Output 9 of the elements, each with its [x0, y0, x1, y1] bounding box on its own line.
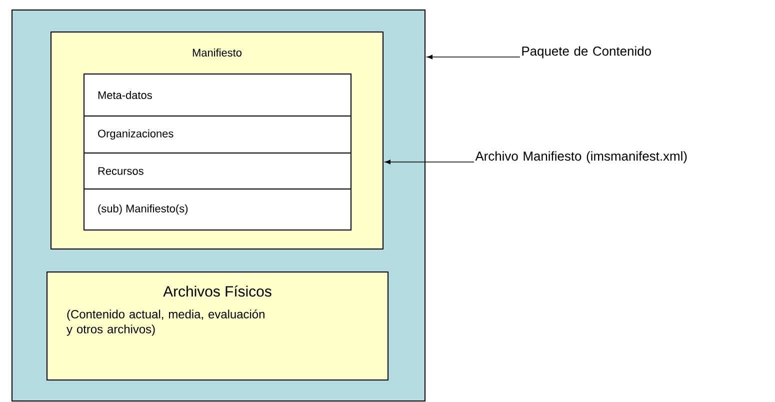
list-row: (sub) Manifiesto(s) — [84, 188, 352, 230]
files-box: Archivos Físicos (Contenido actual, media, evaluación y otros archivos) — [46, 272, 388, 380]
callout-text: Paquete de Contenido — [522, 46, 651, 58]
list-row: Organizaciones — [84, 116, 352, 154]
list-row: Meta-datos — [84, 74, 352, 116]
list-row: Recursos — [84, 152, 352, 190]
arrow — [426, 54, 520, 60]
callout-text: Archivo Manifiesto (imsmanifest.xml) — [475, 151, 687, 164]
arrow — [384, 160, 474, 164]
